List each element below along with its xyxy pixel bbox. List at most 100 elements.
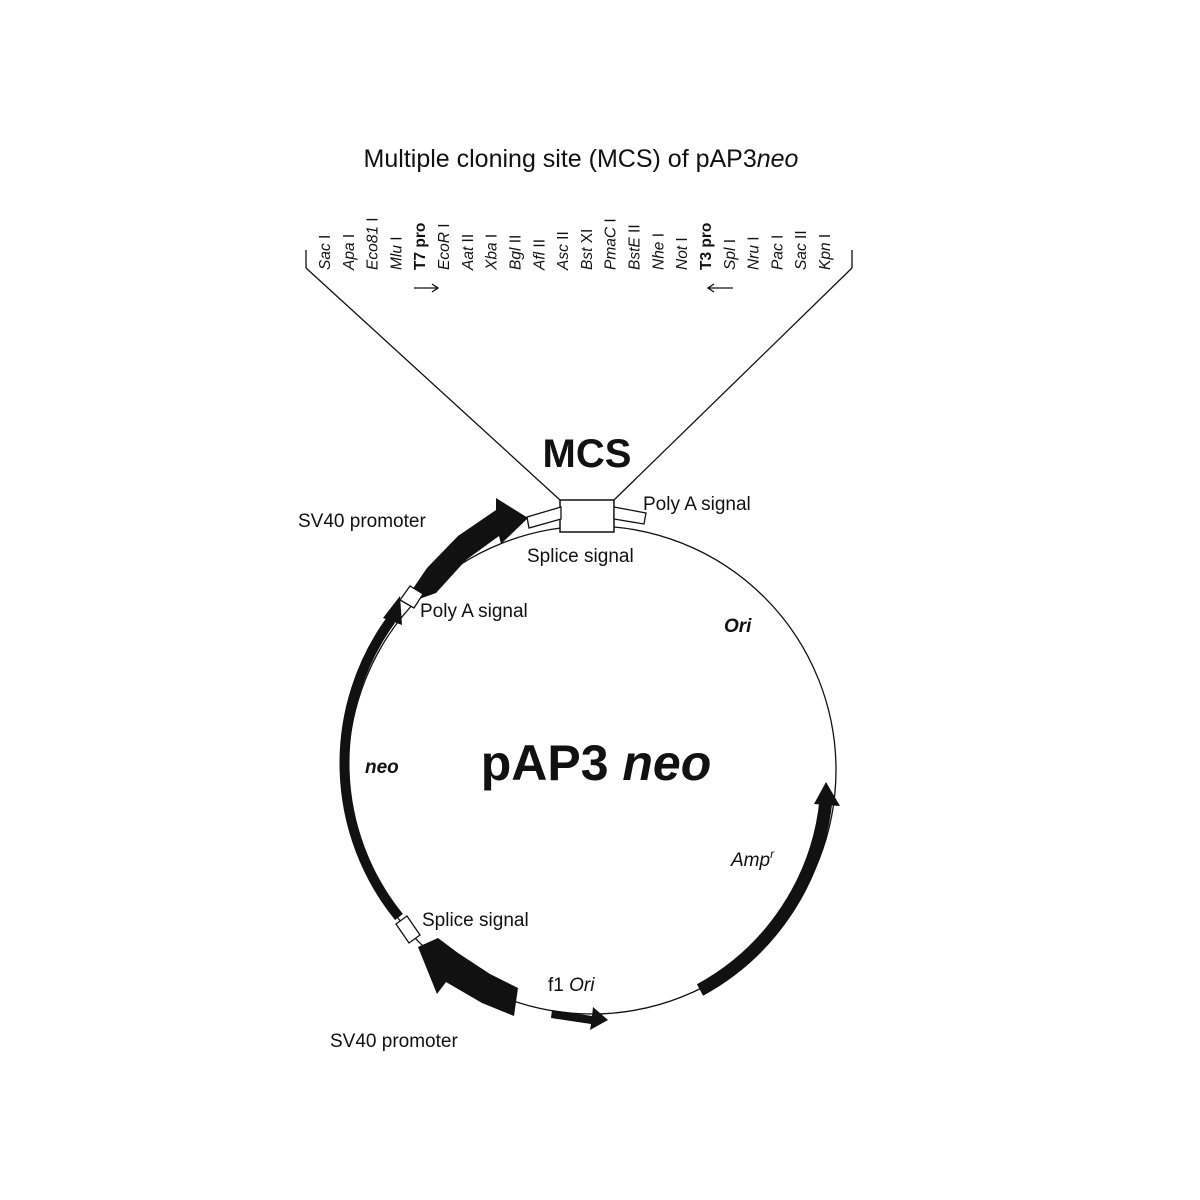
- restriction-site-label: Sac I: [317, 235, 334, 270]
- restriction-site-suffix: I: [817, 234, 834, 243]
- plasmid-name-suffix: neo: [622, 735, 711, 791]
- restriction-site-name: Xba: [484, 242, 501, 271]
- restriction-site-name: Afl: [531, 251, 548, 271]
- neo-arrowhead: [383, 596, 402, 625]
- restriction-site-suffix: I: [746, 236, 763, 245]
- ori-label: Ori: [724, 616, 752, 637]
- restriction-site-name: PmaC: [603, 226, 620, 270]
- restriction-site-name: Nru: [746, 245, 763, 270]
- restriction-site-name: Eco81: [365, 226, 382, 270]
- restriction-site-suffix: II: [460, 234, 477, 247]
- poly-a-signal-top-label: Poly A signal: [643, 494, 751, 515]
- poly-a-segment-top: [613, 506, 647, 525]
- restriction-site-label: T3 pro: [698, 223, 715, 270]
- restriction-site-suffix: II: [793, 230, 810, 243]
- amp-arrowhead: [814, 782, 840, 806]
- restriction-site-label: Not I: [674, 237, 691, 270]
- restriction-site-suffix: II: [627, 224, 644, 237]
- t7-direction-arrow: [414, 283, 440, 293]
- sv40-promoter-top-arrow: [412, 498, 528, 599]
- mcs-title-prefix: Multiple cloning site (MCS) of pAP3: [364, 145, 757, 173]
- restriction-site-name: Kpn: [817, 242, 834, 270]
- splice-signal-segment-top: [526, 506, 562, 529]
- restriction-site-suffix: I: [365, 217, 382, 226]
- restriction-site-name: Asc: [555, 244, 572, 271]
- restriction-site-label: EcoR I: [436, 223, 453, 270]
- amp-label-superscript: r: [770, 847, 775, 861]
- restriction-site-name: Pac: [769, 243, 786, 270]
- mcs-zoom-line-right: [613, 267, 853, 501]
- restriction-site-label: Aat II: [460, 234, 477, 271]
- restriction-site-suffix: I: [674, 237, 691, 246]
- restriction-site-label: Mlu I: [388, 236, 405, 270]
- sv40-promoter-top-label: SV40 promoter: [298, 511, 426, 532]
- restriction-site-label: Bst XI: [579, 229, 596, 270]
- restriction-site-name: Sac: [793, 243, 810, 270]
- restriction-site-label: Kpn I: [817, 234, 834, 270]
- amp-label-main: Amp: [730, 850, 770, 871]
- restriction-site-label: Nhe I: [650, 233, 667, 270]
- restriction-site-label: Eco81 I: [365, 217, 382, 270]
- sv40-promoter-bottom-label: SV40 promoter: [330, 1031, 458, 1052]
- splice-signal-top-label: Splice signal: [527, 546, 634, 567]
- restriction-site-suffix: I: [603, 218, 620, 227]
- restriction-site-label: Afl II: [531, 239, 548, 271]
- restriction-site-label: Apa I: [341, 234, 358, 271]
- restriction-site-name: Bgl: [507, 247, 524, 270]
- restriction-site-suffix: I: [722, 239, 739, 248]
- restriction-site-label: Bgl II: [507, 235, 524, 270]
- plasmid-name-prefix: pAP3: [481, 735, 623, 791]
- restriction-site-name: Spl: [722, 247, 739, 270]
- restriction-site-name: BstE: [627, 237, 644, 270]
- f1-label-suffix: Ori: [569, 975, 595, 996]
- poly-a-signal-left-label: Poly A signal: [420, 601, 528, 622]
- mcs-label: MCS: [543, 432, 632, 476]
- neo-label: neo: [365, 757, 399, 778]
- t3-direction-arrow: [706, 283, 733, 293]
- mcs-box: [559, 499, 615, 533]
- restriction-site-name: Mlu: [388, 245, 405, 270]
- restriction-site-name: Sac: [317, 243, 334, 270]
- restriction-site-name: EcoR: [436, 232, 453, 270]
- amp-r-label: Ampr: [730, 847, 775, 871]
- restriction-site-suffix: II: [555, 231, 572, 244]
- restriction-site-name: Not: [674, 245, 691, 270]
- restriction-site-name: Nhe: [650, 241, 667, 270]
- mcs-title: Multiple cloning site (MCS) of pAP3neo: [364, 145, 799, 173]
- splice-signal-segment-bottom: [395, 915, 421, 944]
- restriction-site-name: Aat: [460, 246, 477, 271]
- restriction-site-label: T7 pro: [412, 223, 429, 270]
- sv40-promoter-bottom-arrow: [418, 938, 518, 1016]
- restriction-site-name: T7 pro: [412, 223, 429, 270]
- restriction-site-suffix: I: [650, 233, 667, 242]
- restriction-site-label: Sac II: [793, 230, 810, 270]
- f1-ori-arrow: [551, 1007, 608, 1030]
- poly-a-segment-left: [399, 585, 424, 609]
- amp-arc: [696, 799, 833, 996]
- restriction-site-name: Bst: [579, 247, 596, 270]
- restriction-site-suffix: I: [436, 223, 453, 232]
- f1-label-prefix: f1: [548, 975, 569, 996]
- restriction-site-label: Asc II: [555, 231, 572, 271]
- restriction-site-suffix: XI: [579, 229, 596, 248]
- mcs-title-suffix: neo: [757, 145, 799, 173]
- restriction-site-suffix: I: [388, 236, 405, 245]
- splice-signal-bottom-label: Splice signal: [422, 910, 529, 931]
- restriction-site-label: Nru I: [746, 236, 763, 270]
- restriction-site-suffix: I: [317, 235, 334, 244]
- neo-arc: [339, 617, 403, 921]
- restriction-site-suffix: I: [484, 234, 501, 243]
- restriction-site-label: Spl I: [722, 239, 739, 270]
- restriction-site-suffix: I: [769, 235, 786, 244]
- mcs-zoom-line-left: [305, 267, 561, 501]
- f1-ori-label: f1 Ori: [548, 975, 595, 996]
- restriction-site-name: T3 pro: [698, 223, 715, 270]
- restriction-site-suffix: I: [341, 234, 358, 243]
- restriction-site-suffix: II: [507, 235, 524, 248]
- restriction-site-label: Pac I: [769, 235, 786, 270]
- restriction-site-label: BstE II: [627, 224, 644, 270]
- restriction-site-name: Apa: [341, 242, 358, 271]
- restriction-site-label: Xba I: [484, 234, 501, 271]
